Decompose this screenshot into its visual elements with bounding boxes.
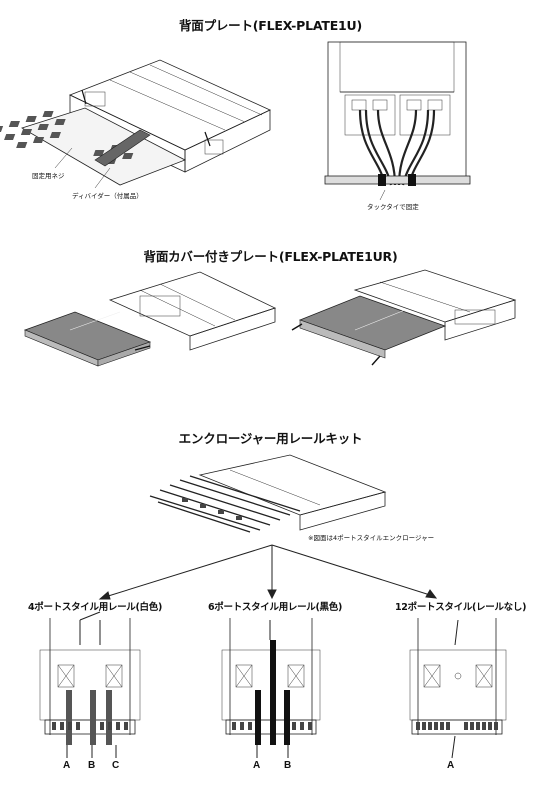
4port-letter-b: B bbox=[88, 760, 96, 771]
variant-12port-label: 12ポートスタイル(レールなし) bbox=[395, 602, 527, 613]
tie-callout-label: タックタイで固定 bbox=[367, 203, 419, 211]
screw-callout-label: 固定用ネジ bbox=[32, 172, 65, 180]
rail-kit-note: ※図面は4ポートスタイルエンクロージャー bbox=[308, 534, 435, 542]
4port-letter-c: C bbox=[112, 760, 120, 771]
rail-kit-section-title: エンクロージャー用レールキット bbox=[178, 431, 363, 446]
variant-4port-label: 4ポートスタイル用レール(白色) bbox=[28, 602, 162, 613]
4port-letter-a: A bbox=[63, 760, 71, 771]
plate-section-title: 背面プレート(FLEX-PLATE1U) bbox=[178, 18, 363, 33]
12port-letter-a: A bbox=[447, 760, 455, 771]
6port-letter-b: B bbox=[284, 760, 292, 771]
divider-callout-label: ディバイダー（付属品） bbox=[72, 192, 143, 200]
6port-letter-a: A bbox=[253, 760, 261, 771]
variant-6port-label: 6ポートスタイル用レール(黒色) bbox=[208, 602, 342, 613]
cover-plate-section-title: 背面カバー付きプレート(FLEX-PLATE1UR) bbox=[143, 249, 398, 264]
